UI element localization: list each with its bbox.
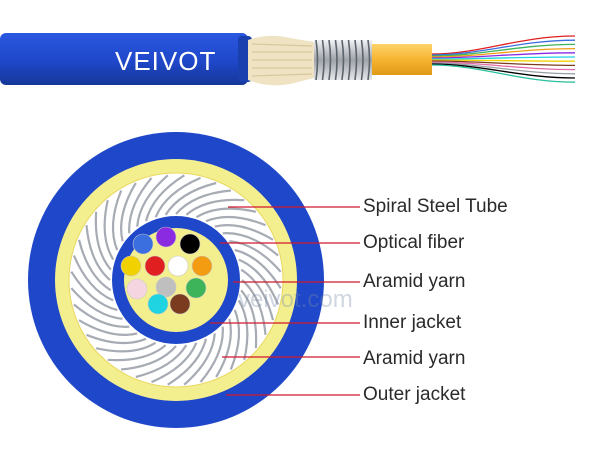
steel-spiral-strip xyxy=(183,333,216,386)
steel-coil-line xyxy=(341,39,345,81)
steel-coil-line xyxy=(354,39,358,81)
label-leaders xyxy=(210,206,360,396)
steel-spiral-strip xyxy=(222,232,279,257)
outer-jacket-segment xyxy=(0,33,248,85)
steel-spiral-strip xyxy=(111,190,123,251)
steel-spiral-strip xyxy=(70,287,123,320)
fiber-strand xyxy=(431,62,576,75)
fiber-dot xyxy=(144,255,166,277)
fiber-dot xyxy=(120,255,142,277)
cross-section xyxy=(28,132,324,428)
fiber-strand xyxy=(431,39,576,56)
steel-spiral-strip xyxy=(164,181,217,216)
fiber-strand xyxy=(431,59,576,62)
steel-spiral-strip xyxy=(144,174,185,222)
inner-jacket-segment xyxy=(372,44,432,75)
steel-coil-line xyxy=(367,39,371,81)
fiber-dot xyxy=(179,233,201,255)
steel-spiral-strip xyxy=(77,239,112,292)
steel-spiral-strip xyxy=(240,268,275,321)
steel-spiral-strip xyxy=(95,341,157,353)
steel-coil-line xyxy=(334,39,338,81)
fiber-dot xyxy=(167,255,189,277)
label-inner-jacket: Inner jacket xyxy=(363,312,462,333)
steel-spiral-strip xyxy=(237,299,249,361)
steel-coil-line xyxy=(321,39,325,81)
steel-spiral-strip xyxy=(229,309,241,370)
fiber-dot xyxy=(147,293,169,315)
fiber-dot xyxy=(132,233,154,255)
steel-spiral-strip xyxy=(240,289,258,349)
fiber-strand xyxy=(431,64,576,83)
steel-spiral-strip xyxy=(78,319,138,336)
steel-spiral-strip xyxy=(128,177,153,234)
steel-spiral-strip xyxy=(151,342,198,384)
steel-coil-line xyxy=(347,39,351,81)
steel-spiral-strip xyxy=(103,199,115,261)
steel-spiral-strip xyxy=(214,224,274,241)
aramid-yarn-segment xyxy=(248,35,314,86)
fiber-strand xyxy=(431,43,576,57)
fiber-strand xyxy=(431,63,576,79)
steel-spiral-strip xyxy=(70,271,118,312)
steel-spiral-strip xyxy=(85,225,111,281)
fiber-strand xyxy=(431,52,576,59)
steel-spiral-strip xyxy=(185,198,245,216)
fiber-strand xyxy=(431,56,576,60)
steel-spiral-strip xyxy=(136,174,169,227)
steel-spiral-strip xyxy=(94,211,112,271)
steel-spiral-strip xyxy=(135,344,188,379)
steel-spiral-strip xyxy=(121,345,177,371)
label-aramid-yarn-inner: Aramid yarn xyxy=(363,271,466,292)
fiber-dot xyxy=(126,278,148,300)
steel-spiral-strip xyxy=(238,258,280,305)
steel-spiral-segment xyxy=(314,39,372,81)
fiber-dot xyxy=(169,293,191,315)
fiber-dot xyxy=(185,277,207,299)
steel-spiral-strip xyxy=(72,255,114,302)
steel-spiral-strip xyxy=(107,344,167,362)
optical-fibers xyxy=(120,226,213,315)
steel-spiral-strip xyxy=(199,326,224,383)
fiber-strand xyxy=(431,35,576,55)
steel-spiral-strip xyxy=(195,207,257,219)
steel-spiral-strip xyxy=(205,215,266,227)
steel-coil-line xyxy=(360,39,364,81)
cable-side-view xyxy=(0,33,576,86)
steel-spiral-strip xyxy=(175,189,231,215)
label-optical-fiber: Optical fiber xyxy=(363,232,465,253)
fiber-dot xyxy=(155,226,177,248)
steel-spiral-strip xyxy=(241,279,267,335)
label-aramid-yarn-outer: Aramid yarn xyxy=(363,348,466,369)
label-spiral-steel-tube: Spiral Steel Tube xyxy=(363,196,508,217)
steel-spiral-strip xyxy=(73,303,130,328)
steel-spiral-strip xyxy=(229,240,282,273)
fiber-strand xyxy=(431,61,576,71)
steel-spiral-strip xyxy=(120,182,137,242)
label-outer-jacket: Outer jacket xyxy=(363,384,466,405)
fiber-strand xyxy=(431,47,576,58)
steel-spiral-strip xyxy=(86,333,147,345)
steel-spiral-strip xyxy=(234,248,282,289)
fiber-bundle xyxy=(431,35,576,83)
steel-coil-line xyxy=(328,39,332,81)
fiber-strand xyxy=(431,60,576,67)
steel-coil-line xyxy=(315,39,319,81)
watermark: veivot.com xyxy=(238,286,353,313)
fiber-dot xyxy=(155,276,177,298)
steel-spiral-strip xyxy=(167,338,208,386)
steel-spiral-strip xyxy=(154,176,201,218)
fiber-dot xyxy=(191,255,213,277)
brand-logo-text: VEIVOT xyxy=(115,46,217,76)
